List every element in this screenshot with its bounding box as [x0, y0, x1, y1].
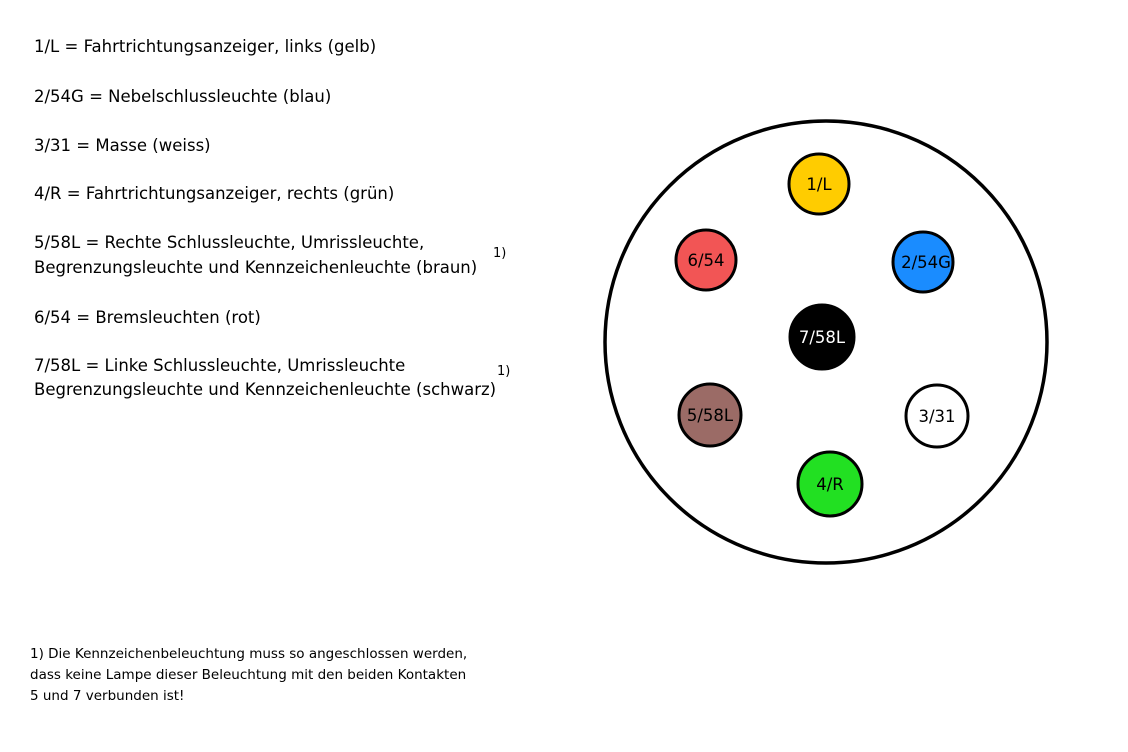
footnote-line-3: 5 und 7 verbunden ist!: [30, 688, 185, 704]
pin-1-label: 1/L: [806, 175, 832, 194]
pin-4-contact: [796, 450, 864, 518]
pin-5: 5/58L: [677, 382, 743, 448]
pin-2-label: 2/54G: [901, 253, 951, 272]
pin-6-contact: [674, 228, 738, 292]
legend-pin-1: 1/L = Fahrtrichtungsanzeiger, links (gel…: [34, 37, 377, 56]
pin-5-contact: [677, 382, 743, 448]
pin-2: 2/54G: [891, 230, 955, 294]
pin-7-label: 7/58L: [799, 328, 846, 347]
legend-pin-2: 2/54G = Nebelschlussleuchte (blau): [34, 87, 332, 106]
footnote-marker-pin-5: 1): [493, 246, 507, 261]
pin-7-contact: [788, 303, 856, 371]
legend-pin-4: 4/R = Fahrtrichtungsanzeiger, rechts (gr…: [34, 184, 395, 203]
legend-pin-5-line-2: Begrenzungsleuchte und Kennzeichenleucht…: [34, 258, 478, 277]
pin-6: 6/54: [674, 228, 738, 292]
pin-1-contact: [787, 152, 851, 216]
footnote-line-2: dass keine Lampe dieser Beleuchtung mit …: [30, 667, 467, 683]
pin-3-contact: [904, 383, 970, 449]
pin-2-contact: [891, 230, 955, 294]
pin-1: 1/L: [787, 152, 851, 216]
pin-7: 7/58L: [788, 303, 856, 371]
pin-6-label: 6/54: [687, 251, 724, 270]
footnote-marker-pin-7: 1): [497, 364, 511, 379]
legend-pin-5-line-1: 5/58L = Rechte Schlussleuchte, Umrissleu…: [34, 233, 425, 252]
footnote-line-1: 1) Die Kennzeichenbeleuchtung muss so an…: [30, 646, 468, 662]
pin-4: 4/R: [796, 450, 864, 518]
legend-pin-7-line-1: 7/58L = Linke Schlussleuchte, Umrissleuc…: [34, 356, 406, 375]
pin-4-label: 4/R: [816, 475, 844, 494]
pin-3-label: 3/31: [918, 407, 955, 426]
pin-3: 3/31: [904, 383, 970, 449]
legend-pin-3: 3/31 = Masse (weiss): [34, 136, 211, 155]
pin-5-label: 5/58L: [687, 406, 734, 425]
legend-pin-7-line-2: Begrenzungsleuchte und Kennzeichenleucht…: [34, 380, 497, 399]
legend-pin-6: 6/54 = Bremsleuchten (rot): [34, 308, 261, 327]
